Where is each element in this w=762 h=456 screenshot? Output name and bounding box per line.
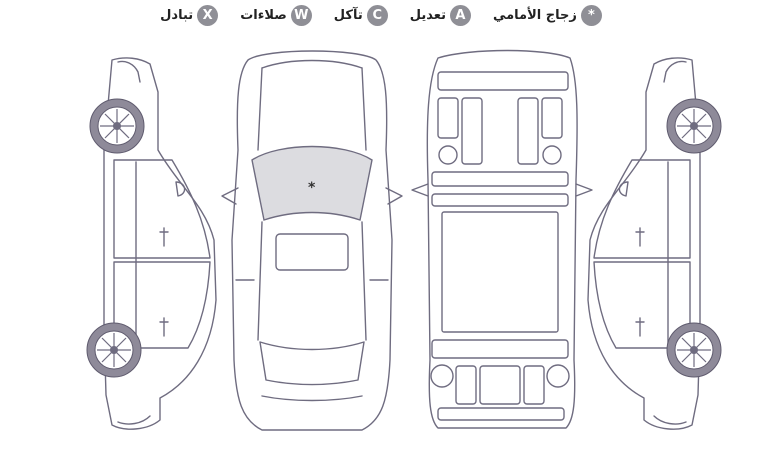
left-side-body-outline bbox=[103, 57, 217, 430]
underside-front-right-mount bbox=[542, 145, 562, 165]
top-view-rear-window bbox=[259, 341, 365, 386]
top-view-trunk bbox=[261, 395, 363, 402]
underside-floor-pan bbox=[441, 211, 559, 333]
top-view-body-outline bbox=[231, 50, 393, 431]
legend-badge-w: W bbox=[290, 4, 312, 26]
underside-crossmember-2 bbox=[431, 193, 569, 207]
legend-badge-asterisk: * bbox=[580, 4, 602, 26]
left-side-rear-bumper bbox=[117, 415, 151, 425]
underside-mirror-left bbox=[411, 183, 429, 197]
car-side-view-right bbox=[587, 57, 722, 430]
underside-rear-left-mount bbox=[430, 364, 454, 388]
left-side-door-front bbox=[113, 159, 211, 259]
underside-rear-center-tank bbox=[479, 365, 521, 405]
legend-label-replacement: تبادل bbox=[160, 7, 194, 23]
car-side-view-left bbox=[86, 57, 217, 430]
top-view-hood-left bbox=[257, 67, 263, 151]
top-view-mirror-right bbox=[385, 187, 403, 205]
legend-badge-a: A bbox=[449, 4, 471, 26]
right-side-rear-bumper bbox=[653, 415, 687, 425]
right-side-body-outline bbox=[587, 57, 701, 430]
right-side-door-rear bbox=[593, 261, 691, 349]
left-side-front-wheel bbox=[89, 98, 145, 154]
damage-legend: * زجاج الأمامي A تعديل C تآكل W صلاءات X… bbox=[0, 2, 762, 28]
legend-item-modification: A تعديل bbox=[409, 4, 471, 26]
left-side-rear-wheel bbox=[86, 322, 142, 378]
right-side-handle-rear bbox=[635, 317, 645, 337]
underside-rear-right-well bbox=[523, 365, 545, 405]
top-view-roof-right bbox=[361, 221, 367, 341]
right-side-rear-wheel bbox=[666, 322, 722, 378]
underside-front-left-pocket bbox=[437, 97, 459, 139]
top-view-sunroof bbox=[275, 233, 349, 271]
legend-label-welding: صلاءات bbox=[240, 7, 287, 23]
left-side-handle-front bbox=[159, 227, 169, 247]
underside-rear-left-well bbox=[455, 365, 477, 405]
legend-item-corrosion: C تآكل bbox=[333, 4, 388, 26]
legend-label-modification: تعديل bbox=[409, 7, 446, 23]
right-side-front-wheel bbox=[666, 98, 722, 154]
underside-rear-right-mount bbox=[546, 364, 570, 388]
underside-crossmember-1 bbox=[431, 171, 569, 187]
legend-label-windshield: زجاج الأمامي bbox=[492, 7, 577, 23]
underside-front-panel bbox=[437, 71, 569, 91]
top-view-hood-right bbox=[361, 67, 367, 151]
legend-item-replacement: X تبادل bbox=[160, 4, 219, 26]
car-top-view: * bbox=[221, 50, 403, 431]
underside-front-right-pocket bbox=[541, 97, 563, 139]
left-side-mirror bbox=[175, 181, 186, 197]
car-underside-view bbox=[411, 49, 593, 429]
underside-front-left-rail bbox=[461, 97, 483, 165]
right-side-door-front bbox=[593, 159, 691, 259]
legend-badge-x: X bbox=[197, 4, 219, 26]
left-side-handle-rear bbox=[159, 317, 169, 337]
left-side-front-bumper bbox=[117, 60, 141, 83]
windshield-damage-marker: * bbox=[308, 180, 316, 196]
legend-badge-c: C bbox=[366, 4, 388, 26]
legend-item-welding: W صلاءات bbox=[240, 4, 312, 26]
top-view-windshield bbox=[251, 145, 373, 221]
underside-front-left-mount bbox=[438, 145, 458, 165]
right-side-front-bumper bbox=[663, 60, 687, 83]
top-view-roof-left bbox=[257, 221, 263, 341]
underside-rear-crossmember bbox=[431, 339, 569, 359]
legend-label-corrosion: تآكل bbox=[333, 7, 363, 23]
underside-body-outline bbox=[426, 49, 578, 429]
left-side-door-rear bbox=[113, 261, 211, 349]
right-side-mirror bbox=[618, 181, 629, 197]
top-view-hood-line bbox=[261, 59, 363, 69]
underside-front-right-rail bbox=[517, 97, 539, 165]
top-view-mirror-left bbox=[221, 187, 239, 205]
legend-item-windshield: * زجاج الأمامي bbox=[492, 4, 602, 26]
underside-mirror-right bbox=[575, 183, 593, 197]
right-side-handle-front bbox=[635, 227, 645, 247]
underside-rear-panel bbox=[437, 407, 565, 421]
